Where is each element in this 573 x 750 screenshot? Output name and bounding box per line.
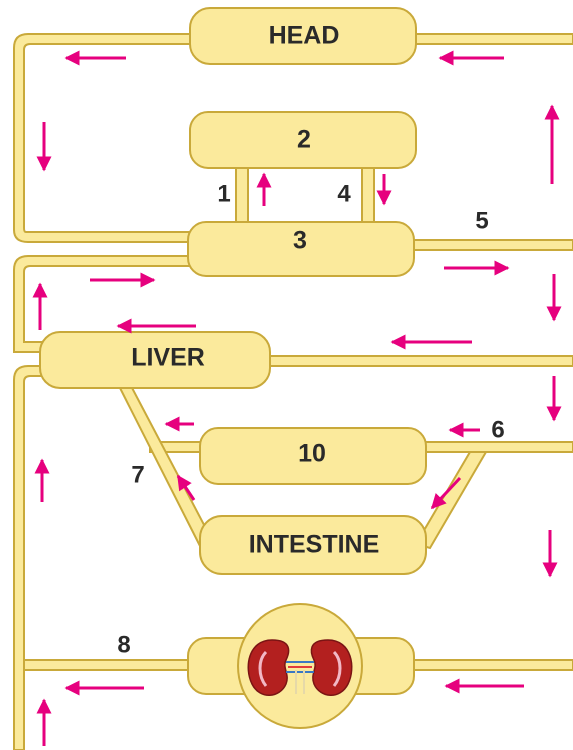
- vessel-head-right-loop: [410, 34, 573, 44]
- label-2: 2: [297, 126, 311, 154]
- vessel-left-long: [14, 366, 50, 750]
- vessel-3-right: [410, 240, 573, 250]
- vessel-kidney-left: [24, 660, 196, 670]
- label-3: 3: [293, 227, 307, 255]
- label-8: 8: [117, 631, 130, 658]
- label-7: 7: [131, 461, 144, 488]
- label-intestine: INTESTINE: [249, 531, 380, 559]
- vessel-head-left-loop: [14, 34, 200, 242]
- vessel-10-right: [420, 442, 573, 452]
- label-10: 10: [298, 440, 326, 468]
- label-4: 4: [337, 180, 351, 207]
- label-liver: LIVER: [131, 344, 205, 372]
- vessel-kidney-right: [404, 660, 573, 670]
- label-head: HEAD: [269, 22, 340, 50]
- label-1: 1: [217, 180, 230, 207]
- vessel-1: [236, 164, 248, 226]
- label-5: 5: [475, 207, 488, 234]
- vessel-liver-right: [268, 356, 573, 366]
- label-6: 6: [491, 416, 504, 443]
- vessel-4: [362, 164, 374, 226]
